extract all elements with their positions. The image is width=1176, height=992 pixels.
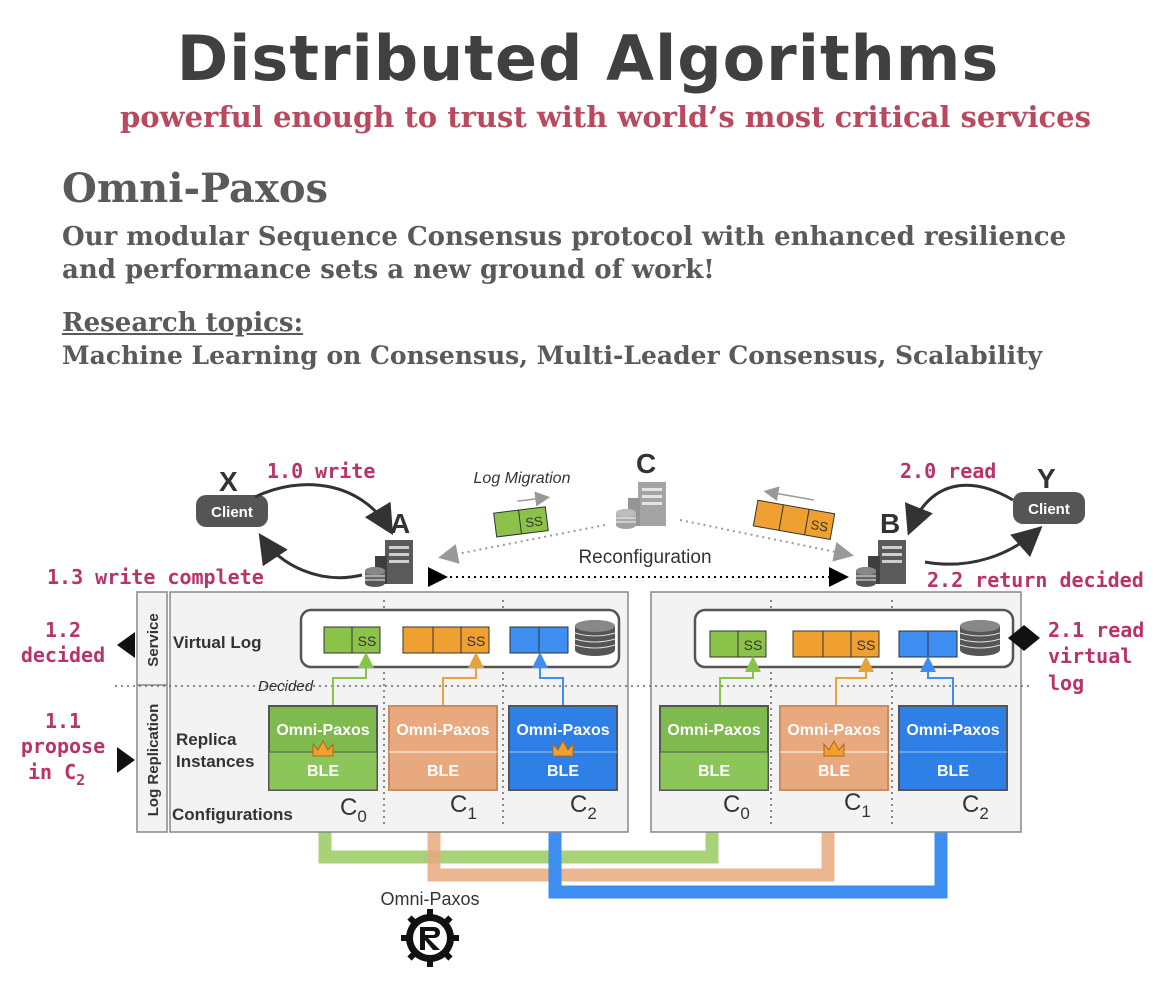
log-segment-green-right: SS xyxy=(709,630,767,658)
rust-logo-icon xyxy=(401,909,459,967)
ss-label: SS xyxy=(525,513,544,530)
step-1-3: 1.3 write complete xyxy=(47,565,264,589)
instance-protocol-label: Omni-Paxos xyxy=(667,722,760,739)
client-x: Client xyxy=(196,495,268,527)
step-1-2-line1: 1.2 xyxy=(45,618,81,642)
page-subtitle: powerful enough to trust with world’s mo… xyxy=(120,100,1091,134)
client-x-label: X xyxy=(219,466,238,497)
footer-label: Omni-Paxos xyxy=(380,889,479,909)
config-label-c0-left: C0 xyxy=(340,794,367,826)
instance-ble-label: BLE xyxy=(547,763,579,780)
instance-ble-label: BLE xyxy=(937,763,969,780)
section-description: Our modular Sequence Consensus protocol … xyxy=(62,221,1162,287)
step-1-1-line3: in C2 xyxy=(28,760,85,789)
instance-ble-label: BLE xyxy=(698,763,730,780)
client-label: Client xyxy=(211,504,253,521)
step-1-1-line1: 1.1 xyxy=(45,709,81,733)
config-label-c2-left: C2 xyxy=(570,791,597,823)
row-label-replica-2: Instances xyxy=(176,752,254,771)
instance-protocol-label: Omni-Paxos xyxy=(906,722,999,739)
step-1-2-marker xyxy=(117,632,135,658)
log-segment-orange-right: SS xyxy=(792,630,880,658)
config-label-c1-right: C1 xyxy=(844,789,871,821)
instance-c0-right: Omni-Paxos BLE xyxy=(659,705,769,791)
reconfiguration-label: Reconfiguration xyxy=(578,547,711,568)
research-topics-list: Machine Learning on Consensus, Multi-Lea… xyxy=(62,341,1043,370)
log-migration-label: Log Migration xyxy=(474,470,571,487)
ss-label: SS xyxy=(810,517,830,535)
ss-label: SS xyxy=(467,633,486,649)
client-server-arrows xyxy=(254,483,1043,580)
step-2-1-marker xyxy=(1008,625,1040,651)
server-c-label: C xyxy=(636,448,656,479)
instance-c2-right: Omni-Paxos BLE xyxy=(898,705,1008,791)
server-a-icon xyxy=(364,540,413,588)
server-a-label: A xyxy=(390,508,410,539)
layer-label-service: Service xyxy=(145,613,162,666)
layer-label-log-replication: Log Replication xyxy=(145,704,162,817)
research-topics-heading: Research topics: xyxy=(62,308,304,338)
log-segment-orange-left: SS xyxy=(402,626,490,654)
step-1-1-line2: propose xyxy=(21,734,105,758)
instance-protocol-label: Omni-Paxos xyxy=(276,722,369,739)
config-label-c0-right: C0 xyxy=(723,791,750,823)
config-label-c2-right: C2 xyxy=(962,791,989,823)
row-label-virtual-log: Virtual Log xyxy=(173,633,261,652)
step-1-2: 1.2 decided xyxy=(21,618,135,667)
step-2-2: 2.2 return decided xyxy=(927,568,1144,592)
client-y-label: Y xyxy=(1037,463,1056,494)
instance-c1-right: Omni-Paxos BLE xyxy=(779,705,889,791)
log-segment-green-left: SS xyxy=(323,626,381,654)
log-segment-blue-right xyxy=(898,630,958,658)
decided-label: Decided xyxy=(258,678,314,695)
instance-ble-label: BLE xyxy=(307,763,339,780)
database-icon xyxy=(574,620,616,656)
description-line-2: and performance sets a new ground of wor… xyxy=(62,255,715,285)
step-1-1-marker xyxy=(117,747,135,773)
instance-protocol-label: Omni-Paxos xyxy=(787,722,880,739)
instance-protocol-label: Omni-Paxos xyxy=(396,722,489,739)
config-label-c1-left: C1 xyxy=(450,791,477,823)
instance-c2-left: Omni-Paxos BLE xyxy=(508,705,618,791)
instance-ble-label: BLE xyxy=(818,763,850,780)
step-2-0: 2.0 read xyxy=(900,459,996,483)
row-label-configurations: Configurations xyxy=(172,805,293,824)
description-line-1: Our modular Sequence Consensus protocol … xyxy=(62,222,1067,252)
step-2-1: 2.1 read virtual log xyxy=(1008,618,1144,695)
page-title: Distributed Algorithms xyxy=(176,22,1000,95)
log-segment-blue-left xyxy=(509,626,569,654)
step-1-1: 1.1 propose in C2 xyxy=(21,709,135,789)
migrating-log-orange: SS xyxy=(752,486,836,540)
migrating-log-green: SS xyxy=(493,491,551,538)
database-icon xyxy=(959,620,1001,656)
section-heading: Omni-Paxos xyxy=(62,165,329,212)
server-b-label: B xyxy=(880,508,900,539)
decided-arrows xyxy=(332,652,954,706)
client-label: Client xyxy=(1028,501,1070,518)
step-1-2-line2: decided xyxy=(21,643,105,667)
ss-label: SS xyxy=(358,633,377,649)
layer-label-panel xyxy=(136,591,168,833)
instance-c1-left: Omni-Paxos BLE xyxy=(388,705,498,791)
step-1-0: 1.0 write xyxy=(267,459,375,483)
client-y: Client xyxy=(1013,492,1085,524)
instance-c0-left: Omni-Paxos BLE xyxy=(268,705,378,791)
log-migration-lines xyxy=(438,519,854,564)
row-label-replica-1: Replica xyxy=(176,730,237,749)
ss-label: SS xyxy=(744,637,763,653)
step-2-1-line1: 2.1 read xyxy=(1048,618,1144,642)
step-2-1-line2: virtual xyxy=(1048,644,1132,668)
instance-protocol-label: Omni-Paxos xyxy=(516,722,609,739)
ss-label: SS xyxy=(857,637,876,653)
server-c-icon xyxy=(615,482,666,530)
config-labels: C0 C1 C2 C0 C1 C2 xyxy=(340,789,989,826)
server-b-icon xyxy=(855,540,906,588)
step-2-1-line3: log xyxy=(1048,671,1084,695)
instance-ble-label: BLE xyxy=(427,763,459,780)
